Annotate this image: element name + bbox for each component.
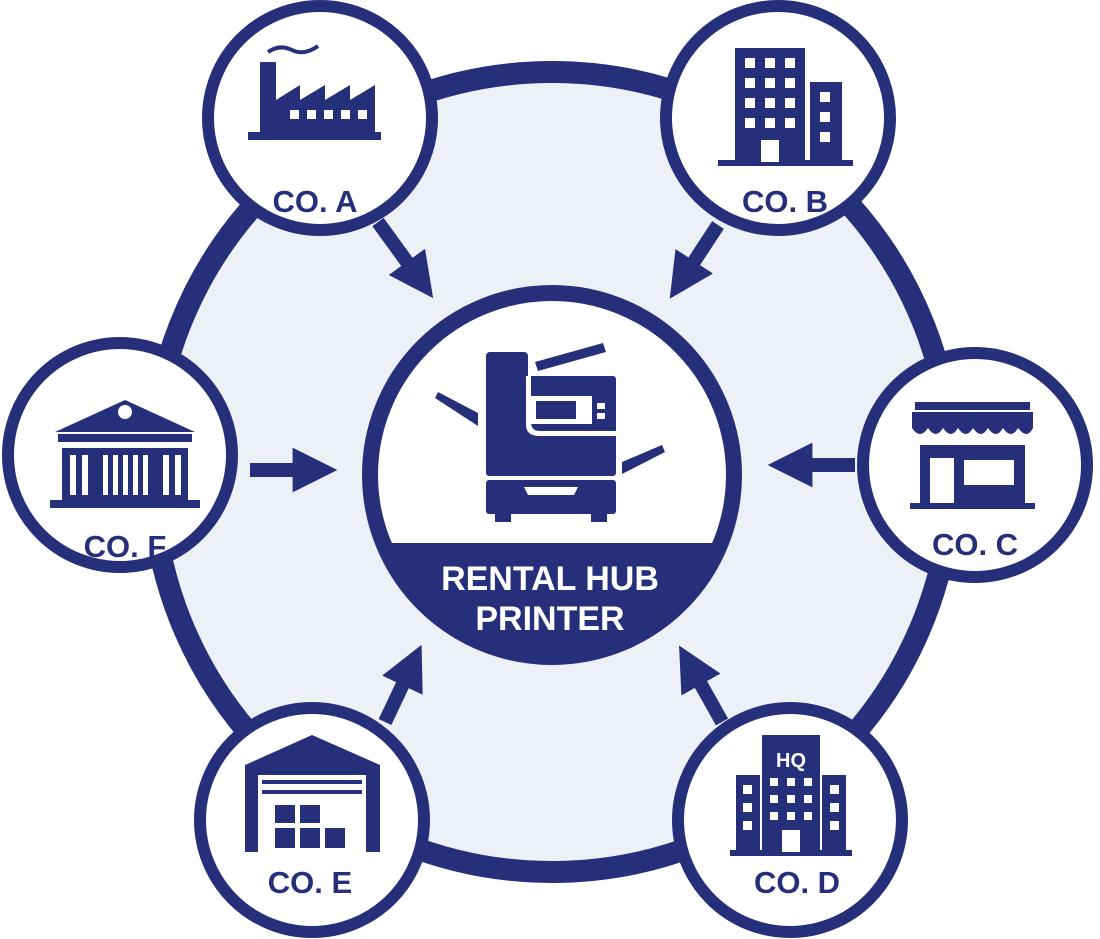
node-co-e: CO. E xyxy=(194,702,430,938)
arrow-d-to-hub xyxy=(679,645,729,726)
node-co-d: HQ CO. D xyxy=(672,702,908,938)
node-label: CO. E xyxy=(268,865,352,900)
arrows xyxy=(250,217,855,726)
node-co-f: CO. F xyxy=(2,337,238,573)
arrow-e-to-hub xyxy=(378,644,423,725)
node-label: CO. D xyxy=(754,865,840,900)
hq-badge: HQ xyxy=(776,750,806,772)
node-co-c: CO. C xyxy=(857,347,1093,583)
node-label: CO. A xyxy=(273,184,358,219)
storefront-icon xyxy=(910,402,1035,509)
hub-label-line1: RENTAL HUB xyxy=(441,560,659,598)
node-label: CO. C xyxy=(932,527,1018,562)
hub-label-line2: PRINTER xyxy=(475,600,624,638)
node-co-a: CO. A xyxy=(202,0,438,236)
arrow-a-to-hub xyxy=(372,217,434,299)
warehouse-icon xyxy=(245,735,380,852)
factory-icon xyxy=(248,44,381,140)
bank-building-icon xyxy=(50,400,200,508)
printer-icon xyxy=(435,343,665,522)
node-label: CO. B xyxy=(742,184,828,219)
office-building-icon xyxy=(718,48,853,166)
headquarters-building-icon: HQ xyxy=(730,735,852,856)
node-co-b: CO. B xyxy=(660,0,896,236)
node-label: CO. F xyxy=(84,529,167,564)
arrow-b-to-hub xyxy=(669,221,724,299)
